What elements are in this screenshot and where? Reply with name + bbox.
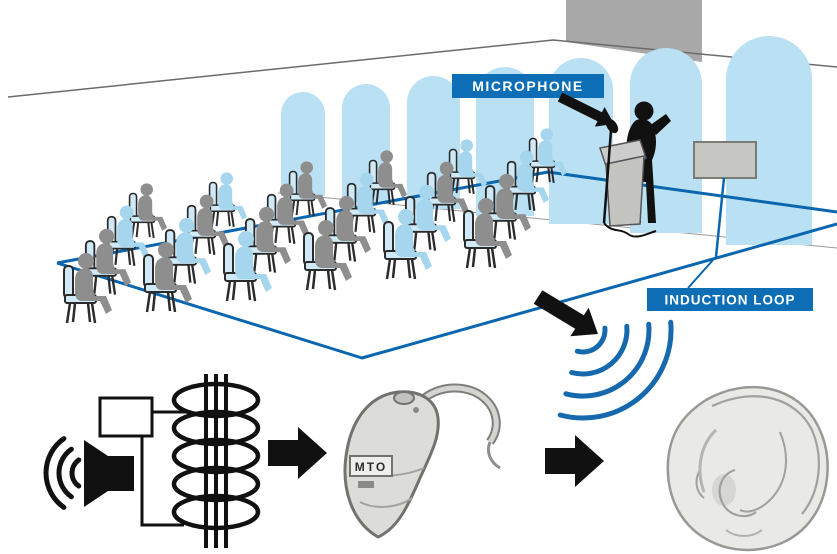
magnetic-signal-waves	[557, 319, 674, 421]
loudspeaker-driver	[108, 456, 134, 491]
presenter-arm	[649, 114, 671, 135]
sound-wave-arc	[56, 446, 74, 500]
microphone-label: MICROPHONE	[472, 78, 583, 94]
flow-arrow-right-icon	[545, 435, 604, 487]
screen-panel	[693, 141, 757, 179]
amplifier-box	[98, 396, 154, 438]
ear-outline	[666, 385, 829, 552]
mic-inlet	[413, 407, 419, 413]
sound-waves	[43, 436, 82, 510]
seated-person	[128, 182, 168, 239]
inner-shading	[698, 428, 718, 493]
ear-hook	[418, 385, 499, 444]
signal-arc	[569, 323, 630, 377]
loop-feed-cable	[714, 177, 726, 258]
presenter	[599, 101, 671, 238]
coil-turn	[171, 381, 261, 419]
wall-screen	[693, 141, 757, 258]
concha	[718, 468, 757, 518]
ear-illustration	[666, 385, 829, 552]
induction-loop-label-box	[647, 288, 813, 311]
mto-switch	[358, 481, 374, 488]
arch-window	[281, 92, 325, 196]
switch-plate	[349, 455, 393, 477]
antihelix	[739, 431, 787, 513]
arch-window	[726, 36, 812, 245]
volume-wheel	[393, 391, 415, 405]
podium-body	[605, 155, 645, 227]
signal-arc	[563, 321, 652, 399]
loudspeaker-horn-icon	[84, 440, 108, 507]
ear-canal-shadow	[712, 474, 736, 506]
flow-arrow-right-icon	[268, 427, 327, 479]
coil-turn	[171, 437, 261, 475]
arch-window	[342, 84, 390, 202]
hearing-aid: MTO	[343, 383, 501, 539]
coil-turn	[171, 493, 261, 531]
wall-block	[566, 0, 702, 62]
presenter-head	[634, 101, 654, 121]
signal-arc	[557, 319, 674, 421]
microphone-callout: MICROPHONE	[452, 74, 614, 127]
signal-arc	[574, 325, 608, 355]
amplifier-and-coil	[43, 374, 261, 548]
signal-down-arrow-icon	[533, 290, 598, 337]
wire-return	[140, 436, 184, 527]
induction-coil	[171, 374, 261, 548]
mic-cable	[603, 222, 657, 238]
helix-fold	[711, 395, 820, 515]
loop-pointer-line	[687, 259, 714, 289]
mic-stand	[602, 129, 613, 224]
coil-cable-lines	[204, 374, 228, 548]
sound-tube	[486, 441, 501, 470]
induction-loop-label: INDUCTION LOOP	[665, 293, 796, 308]
induction-loop-callout: INDUCTION LOOP	[647, 259, 813, 311]
coil-turn	[171, 409, 261, 447]
earlobe-line	[725, 529, 763, 537]
microphone-label-box	[452, 74, 604, 98]
mto-switch-label: MTO	[355, 460, 387, 474]
sound-wave-arc	[43, 436, 67, 510]
loop-wire-front	[56, 222, 837, 360]
coil-turn	[171, 465, 261, 503]
seated-person	[208, 171, 248, 228]
sound-wave-arc	[69, 457, 82, 489]
microphone-pointer-arrow-icon	[557, 92, 614, 127]
battery-door-seam	[359, 497, 413, 508]
